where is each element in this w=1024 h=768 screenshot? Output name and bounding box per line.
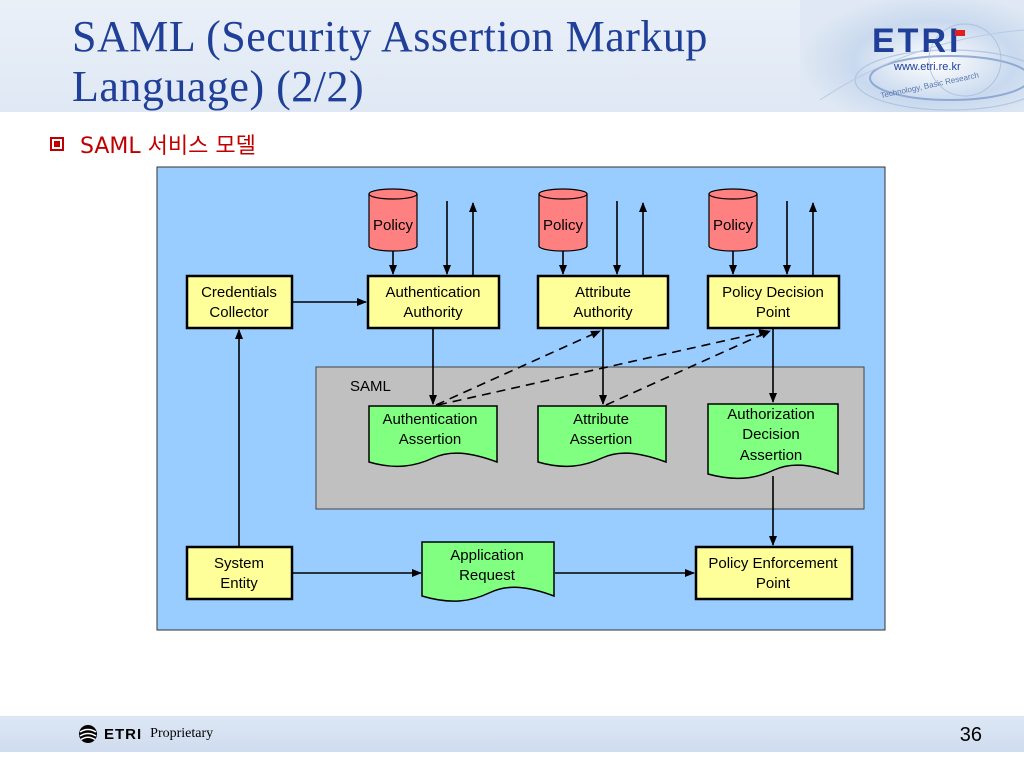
svg-text:Authorization: Authorization [727, 406, 815, 423]
footer-logo: ETRI Proprietary [78, 724, 213, 744]
square-bullet-icon [50, 137, 64, 151]
etri-logo: ETRI [872, 22, 965, 60]
attribute-assertion-doc: Attribute Assertion [537, 405, 667, 468]
policy-label-1: Policy [373, 217, 414, 234]
svg-text:Authentication: Authentication [385, 284, 480, 301]
policy-store-2: Policy [538, 188, 588, 252]
svg-text:Assertion: Assertion [570, 431, 633, 448]
attribute-authority-node: Attribute Authority [536, 274, 670, 330]
svg-text:Assertion: Assertion [399, 431, 462, 448]
etri-banner-graphic: ETRI www.etri.re.kr Technology, Basic Re… [800, 0, 1024, 112]
page-number: 36 [959, 724, 982, 746]
svg-text:Application: Application [450, 547, 523, 564]
application-request-doc: Application Request [421, 541, 555, 602]
footer-proprietary: Proprietary [150, 726, 214, 741]
svg-text:Credentials: Credentials [201, 284, 277, 301]
svg-text:Policy Decision: Policy Decision [722, 284, 824, 301]
authorization-decision-assertion-doc: Authorization Decision Assertion [707, 403, 839, 480]
svg-text:Assertion: Assertion [740, 447, 803, 464]
slide-header: ETRI www.etri.re.kr Technology, Basic Re… [0, 0, 1024, 112]
authentication-authority-node: Authentication Authority [366, 274, 501, 330]
title-line-2: Language) (2/2) [72, 62, 365, 111]
svg-text:ETRI: ETRI [872, 22, 961, 60]
svg-text:System: System [214, 555, 264, 572]
bullet-item: SAML 서비스 모델 [50, 130, 256, 159]
svg-text:Point: Point [756, 304, 791, 321]
slide-footer: ETRI Proprietary 36 [0, 716, 1024, 752]
etri-globe-icon [79, 725, 97, 743]
authentication-assertion-doc: Authentication Assertion [368, 405, 498, 468]
svg-text:Collector: Collector [209, 304, 268, 321]
svg-text:Authentication: Authentication [382, 411, 477, 428]
policy-store-3: Policy [708, 188, 758, 252]
svg-text:Authority: Authority [403, 304, 463, 321]
svg-text:Authority: Authority [573, 304, 633, 321]
svg-text:Attribute: Attribute [573, 411, 629, 428]
svg-text:Point: Point [756, 575, 791, 592]
svg-text:Attribute: Attribute [575, 284, 631, 301]
system-entity-node: System Entity [185, 545, 294, 601]
saml-group-label: SAML [350, 378, 391, 395]
svg-text:Decision: Decision [742, 426, 800, 443]
bullet-text: SAML 서비스 모델 [80, 134, 256, 159]
policy-label-2: Policy [543, 217, 584, 234]
policy-store-1: Policy [368, 188, 418, 252]
svg-text:Request: Request [459, 567, 516, 584]
policy-enforcement-point-node: Policy Enforcement Point [694, 545, 854, 601]
policy-label-3: Policy [713, 217, 754, 234]
title-line-1: SAML (Security Assertion Markup [72, 12, 708, 61]
credentials-collector-node: Credentials Collector [185, 274, 294, 330]
svg-text:Policy Enforcement: Policy Enforcement [708, 555, 838, 572]
dashed-authnassert-pdp [437, 329, 769, 406]
page-title: SAML (Security Assertion Markup Language… [72, 12, 832, 112]
etri-url: www.etri.re.kr [893, 61, 961, 73]
svg-text:Entity: Entity [220, 575, 258, 592]
footer-brand: ETRI [104, 725, 143, 743]
policy-decision-point-node: Policy Decision Point [706, 274, 841, 330]
